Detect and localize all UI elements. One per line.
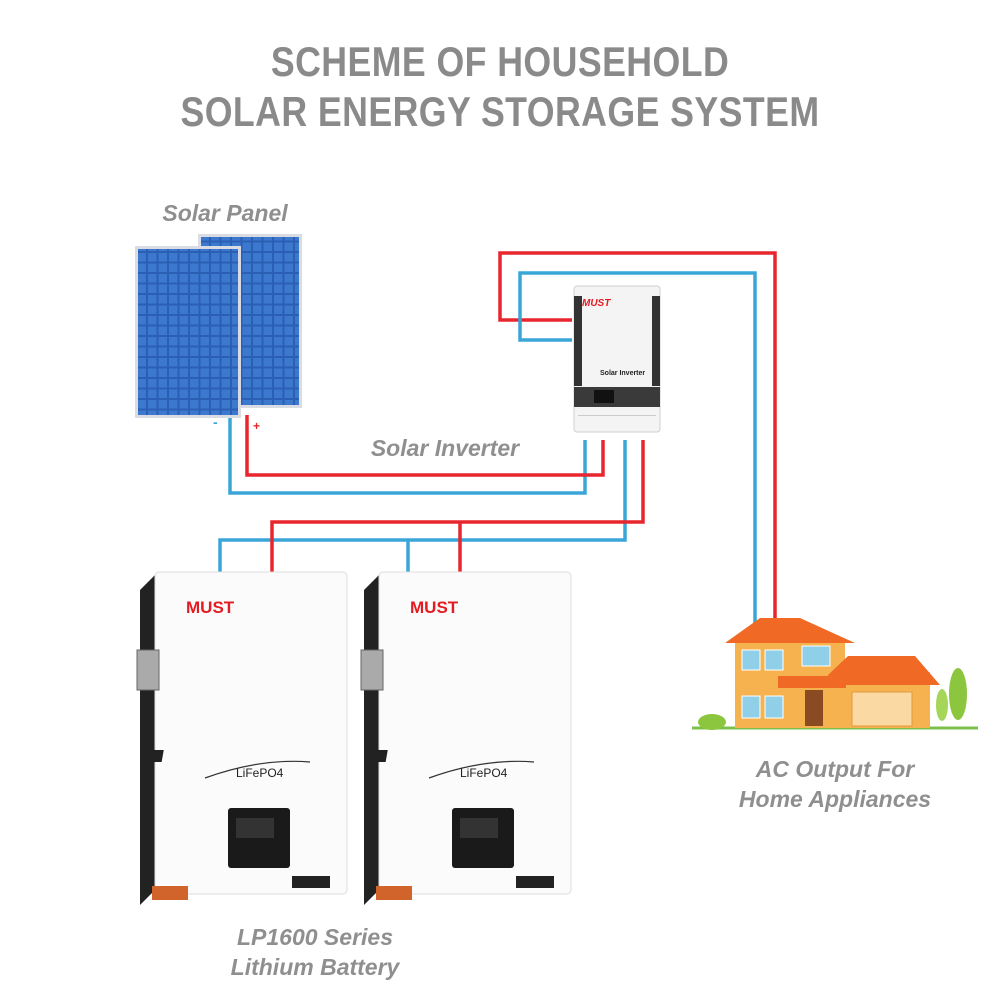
title-line-2: SOLAR ENERGY STORAGE SYSTEM [180, 88, 820, 135]
battery-positive-wire [270, 440, 645, 580]
ac-output-label-line-1: AC Output For [755, 756, 915, 782]
battery-1 [136, 571, 348, 905]
ac-live-wire [498, 251, 777, 625]
battery-2-brand-logo: MUST [410, 598, 459, 617]
house-illustration [692, 618, 978, 730]
panel-negative-wire [228, 415, 587, 495]
battery-label-line-1: LP1600 Series [236, 924, 393, 950]
wires [218, 251, 777, 625]
battery-2 [360, 571, 572, 905]
battery-1-brand-logo: MUST [186, 598, 235, 617]
panel-negative-terminal: - [213, 414, 218, 430]
battery-label-line-2: Lithium Battery [230, 954, 400, 980]
battery-2-chemistry: LiFePO4 [460, 766, 508, 780]
solar-inverter-label: Solar Inverter [370, 435, 520, 461]
battery-1-chemistry: LiFePO4 [236, 766, 284, 780]
ac-output-label-line-2: Home Appliances [738, 786, 932, 812]
inverter-model-text: Solar Inverter [600, 370, 646, 377]
ac-neutral-wire [518, 271, 757, 625]
solar-inverter-unit [573, 285, 661, 433]
battery-negative-wire [218, 440, 627, 578]
panel-positive-wire [245, 415, 605, 477]
solar-panel-label: Solar Panel [162, 200, 288, 226]
inverter-brand-logo: MUST [582, 298, 611, 309]
title-line-1: SCHEME OF HOUSEHOLD [270, 38, 730, 85]
ac-output-label: AC Output For Home Appliances [705, 754, 965, 814]
battery-label: LP1600 Series Lithium Battery [190, 922, 440, 982]
panel-positive-terminal: + [253, 419, 261, 433]
solar-panel-array [135, 234, 302, 418]
